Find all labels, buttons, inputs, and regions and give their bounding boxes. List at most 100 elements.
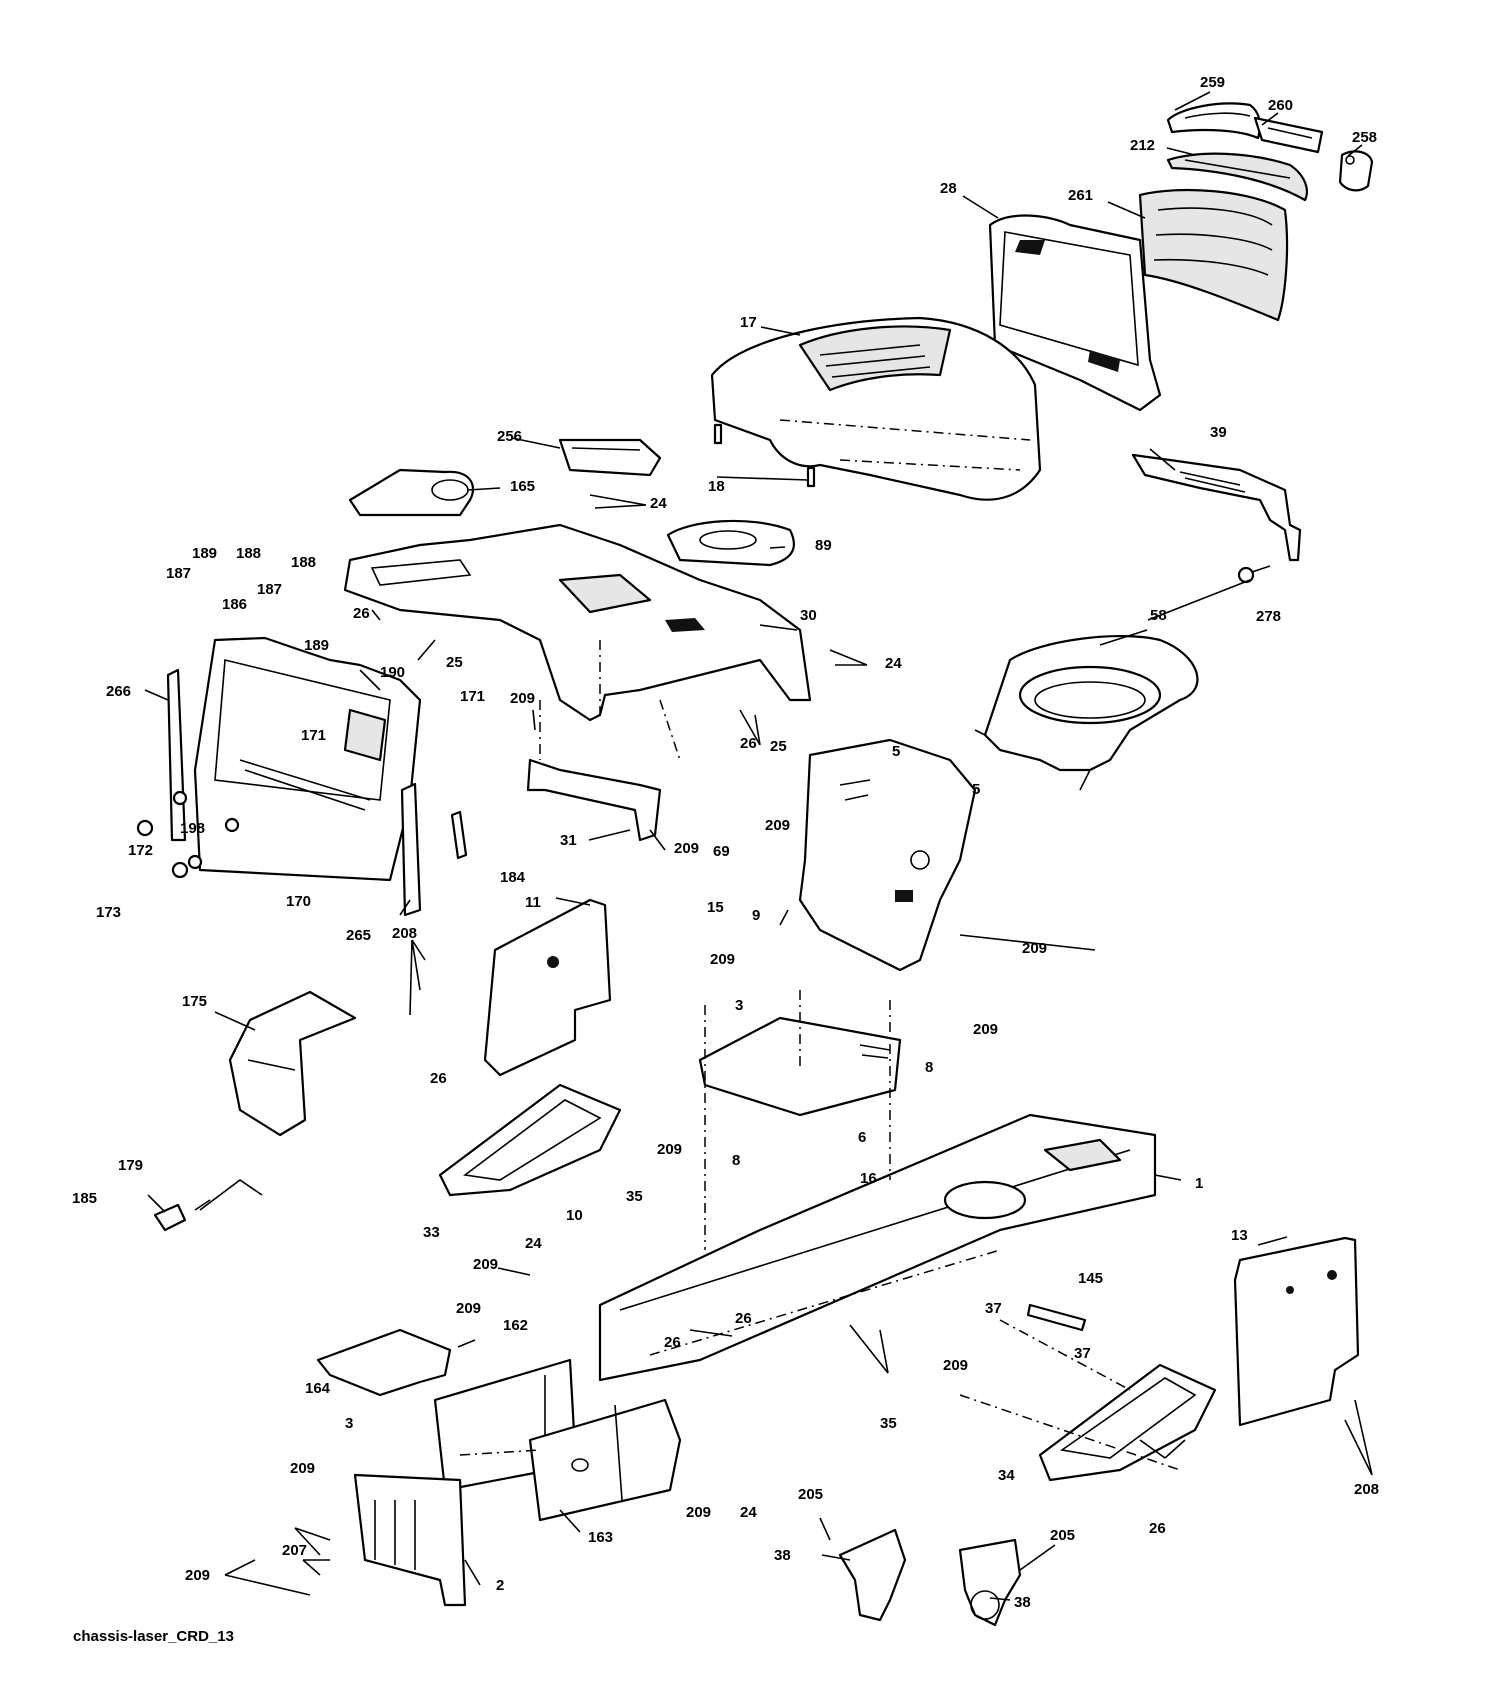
label-6: 6 [858, 1129, 866, 1146]
label-260: 260 [1268, 97, 1293, 114]
label-207: 207 [282, 1542, 307, 1559]
label-145: 145 [1078, 1270, 1103, 1287]
part-17-hood [710, 316, 1042, 501]
label-209l: 209 [686, 1504, 711, 1521]
label-18: 18 [708, 478, 725, 495]
label-209e: 209 [710, 951, 735, 968]
label-170: 170 [286, 893, 311, 910]
leader-lines [144, 91, 1373, 1601]
label-189b: 189 [304, 637, 329, 654]
label-37a: 37 [985, 1300, 1002, 1317]
label-188b: 188 [291, 554, 316, 571]
label-186: 186 [222, 596, 247, 613]
label-265: 265 [346, 927, 371, 944]
label-24b: 24 [885, 655, 902, 672]
label-10: 10 [566, 1207, 583, 1224]
label-11: 11 [525, 894, 541, 911]
part-89-console [666, 519, 796, 567]
label-37b: 37 [1074, 1345, 1091, 1362]
label-175: 175 [182, 993, 207, 1010]
label-9: 9 [752, 907, 760, 924]
label-179: 179 [118, 1157, 143, 1174]
label-189a: 189 [192, 545, 217, 562]
label-209b: 209 [765, 817, 790, 834]
part-2-bracket [353, 1473, 467, 1607]
label-5a: 5 [892, 743, 900, 760]
label-208a: 208 [392, 925, 417, 942]
label-187a: 187 [166, 565, 191, 582]
label-163: 163 [588, 1529, 613, 1546]
part-179-rod [199, 1179, 263, 1211]
label-39: 39 [1210, 424, 1227, 441]
label-258: 258 [1352, 129, 1377, 146]
part-33-footrest [438, 1083, 622, 1197]
label-35a: 35 [626, 1188, 643, 1205]
callout-labels: 259 260 212 258 28 261 17 256 18 165 24 … [72, 74, 1379, 1611]
label-25b: 25 [770, 738, 787, 755]
label-25a: 25 [446, 654, 463, 671]
assembly-lines [459, 640, 1181, 1471]
label-209m: 209 [185, 1567, 210, 1584]
part-28-grille-frame [988, 214, 1162, 412]
label-165: 165 [510, 478, 535, 495]
label-209g: 209 [657, 1141, 682, 1158]
label-266: 266 [106, 683, 131, 700]
label-8a: 8 [925, 1059, 933, 1076]
label-26f: 26 [1149, 1520, 1166, 1537]
label-259: 259 [1200, 74, 1225, 91]
label-187b: 187 [257, 581, 282, 598]
part-184-clip [450, 810, 468, 860]
part-145-bar [1026, 1303, 1087, 1332]
part-165-cupholder [348, 468, 475, 517]
label-5b: 5 [972, 781, 980, 798]
label-16: 16 [860, 1170, 877, 1187]
part-163-plate [528, 1398, 682, 1522]
label-209c: 209 [674, 840, 699, 857]
part-34-footrest [1038, 1363, 1217, 1482]
label-26d: 26 [735, 1310, 752, 1327]
part-170-front-panel [193, 636, 422, 882]
label-209f: 209 [973, 1021, 998, 1038]
part-278-bolt [1237, 565, 1271, 584]
part-259-light-lens [1166, 102, 1261, 140]
part-185-knob [153, 1203, 187, 1232]
fasteners-172-173-198 [136, 790, 240, 879]
label-26c: 26 [430, 1070, 447, 1087]
label-209h: 209 [473, 1256, 498, 1273]
diagram-caption: chassis-laser_CRD_13 [73, 1628, 234, 1645]
label-35b: 35 [880, 1415, 897, 1432]
label-209a: 209 [510, 690, 535, 707]
label-209d: 209 [1022, 940, 1047, 957]
label-205b: 205 [1050, 1527, 1075, 1544]
part-31-bracket [526, 758, 662, 842]
label-26a: 26 [353, 605, 370, 622]
label-208b: 208 [1354, 1481, 1379, 1498]
label-24a: 24 [650, 495, 667, 512]
label-89: 89 [815, 537, 832, 554]
part-11-side-plate [483, 898, 612, 1077]
label-209k: 209 [290, 1460, 315, 1477]
label-69: 69 [713, 843, 730, 860]
label-26b: 26 [740, 735, 757, 752]
label-8b: 8 [732, 1152, 740, 1169]
part-175-shield [228, 990, 357, 1137]
label-24d: 24 [740, 1504, 757, 1521]
label-261: 261 [1068, 187, 1093, 204]
label-164: 164 [305, 1380, 331, 1397]
label-28: 28 [940, 180, 957, 197]
label-34: 34 [998, 1467, 1015, 1484]
part-58-fuel-tank-support [974, 635, 1199, 791]
label-188a: 188 [236, 545, 261, 562]
part-13-side-plate [1233, 1236, 1360, 1427]
label-198: 198 [180, 820, 205, 837]
label-256: 256 [497, 428, 522, 445]
label-13: 13 [1231, 1227, 1248, 1244]
label-3a: 3 [735, 997, 743, 1014]
part-260-bracket [1253, 116, 1324, 154]
label-162: 162 [503, 1317, 528, 1334]
part-266-rail [166, 668, 187, 842]
part-261-grille-insert [1138, 188, 1289, 322]
part-1-main-frame [598, 1113, 1157, 1382]
label-2: 2 [496, 1577, 504, 1594]
